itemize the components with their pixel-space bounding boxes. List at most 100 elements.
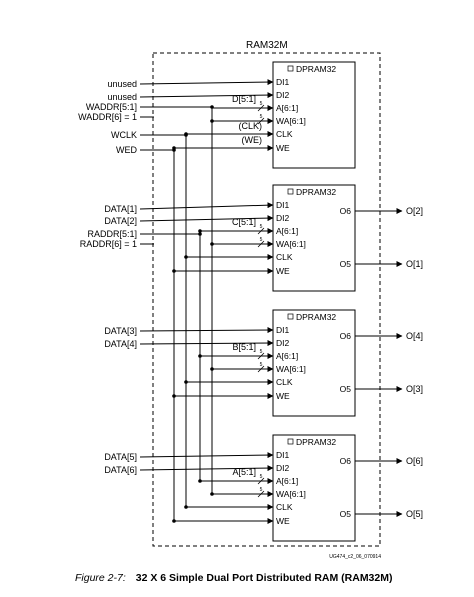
bus-name-label: B[5:1] bbox=[232, 342, 256, 352]
input-label: RADDR[5:1] bbox=[87, 229, 137, 239]
data-wire bbox=[139, 215, 274, 222]
input-label: WCLK bbox=[111, 130, 137, 140]
block-marker-icon bbox=[287, 65, 294, 72]
bus-slash bbox=[257, 240, 265, 248]
pin-label-we: WE bbox=[276, 266, 290, 276]
bus-slash bbox=[257, 490, 265, 498]
pin-label-we: WE bbox=[276, 143, 290, 153]
output-label: O[5] bbox=[406, 509, 423, 519]
pin-label-di2: DI2 bbox=[276, 90, 290, 100]
pin-label-we: WE bbox=[276, 391, 290, 401]
bus-name-label: D[5:1] bbox=[232, 94, 256, 104]
input-label: RADDR[6] = 1 bbox=[80, 239, 137, 249]
pin-label-clk: CLK bbox=[276, 377, 293, 387]
caption-figure-number: Figure 2-7: bbox=[75, 572, 126, 584]
di1-wire bbox=[139, 79, 274, 86]
figure-reference: UG474_c2_06_070914 bbox=[329, 554, 381, 560]
input-label: WADDR[5:1] bbox=[86, 102, 137, 112]
output-pin-label: O6 bbox=[340, 331, 352, 341]
signal-labels: O[2]O[1]O[4]O[3]O[6]O[5]unusedunusedWADD… bbox=[78, 79, 423, 519]
input-label: unused bbox=[107, 92, 137, 102]
data-wire bbox=[139, 202, 274, 210]
bus-width-label: 5 bbox=[260, 349, 263, 355]
input-label: unused bbox=[107, 79, 137, 89]
pin-label-clk: CLK bbox=[276, 129, 293, 139]
output-label: O[3] bbox=[406, 384, 423, 394]
pin-label-wa[6:1]: WA[6:1] bbox=[276, 239, 306, 249]
bus-width-label: 5 bbox=[260, 487, 263, 493]
pin-label-wa[6:1]: WA[6:1] bbox=[276, 116, 306, 126]
bus-slash bbox=[257, 227, 265, 235]
data-wire bbox=[139, 327, 274, 334]
pin-label-di1: DI1 bbox=[276, 450, 290, 460]
output-label: O[2] bbox=[406, 206, 423, 216]
bus-slash bbox=[257, 477, 265, 485]
bus-slash bbox=[257, 352, 265, 360]
input-label: DATA[1] bbox=[104, 204, 137, 214]
bus-width-label: 5 bbox=[260, 224, 263, 230]
we-tag-label: (WE) bbox=[242, 135, 263, 145]
data-wire bbox=[139, 465, 274, 472]
bus-width-label: 5 bbox=[260, 114, 263, 120]
bus-width-label: 5 bbox=[260, 474, 263, 480]
input-label: WADDR[6] = 1 bbox=[78, 112, 137, 122]
output-pin-label: O5 bbox=[340, 384, 352, 394]
bus-width-label: 5 bbox=[260, 362, 263, 368]
dpram32-block-3 bbox=[272, 309, 356, 417]
output-pin-label: O6 bbox=[340, 456, 352, 466]
data-wire bbox=[139, 340, 274, 347]
input-label: DATA[2] bbox=[104, 216, 137, 226]
block-title: DPRAM32 bbox=[296, 64, 336, 74]
input-label: DATA[6] bbox=[104, 465, 137, 475]
pin-label-a[6:1]: A[6:1] bbox=[276, 351, 298, 361]
block-marker-icon bbox=[287, 438, 294, 445]
pin-label-wa[6:1]: WA[6:1] bbox=[276, 489, 306, 499]
di2-wire bbox=[139, 92, 274, 99]
pin-label-di1: DI1 bbox=[276, 325, 290, 335]
pin-label-di2: DI2 bbox=[276, 338, 290, 348]
bus-name-label: A[5:1] bbox=[232, 467, 256, 477]
pin-label-di2: DI2 bbox=[276, 213, 290, 223]
bus-width-label: 5 bbox=[260, 237, 263, 243]
ram32m-title: RAM32M bbox=[246, 40, 288, 51]
input-label: WED bbox=[116, 145, 137, 155]
pin-label-di2: DI2 bbox=[276, 463, 290, 473]
block-marker-icon bbox=[287, 188, 294, 195]
output-pin-label: O5 bbox=[340, 509, 352, 519]
block-title: DPRAM32 bbox=[296, 187, 336, 197]
pin-label-a[6:1]: A[6:1] bbox=[276, 226, 298, 236]
dpram-blocks: DPRAM32DI1DI2A[6:1]WA[6:1]CLKWEDPRAM32DI… bbox=[272, 61, 356, 542]
bus-slash bbox=[257, 117, 265, 125]
pin-label-a[6:1]: A[6:1] bbox=[276, 476, 298, 486]
pin-label-a[6:1]: A[6:1] bbox=[276, 103, 298, 113]
dpram32-block-2 bbox=[272, 184, 356, 292]
data-wire bbox=[139, 452, 274, 459]
bus-name-label: C[5:1] bbox=[232, 217, 256, 227]
output-pin-label: O6 bbox=[340, 206, 352, 216]
bus-slash bbox=[257, 365, 265, 373]
pin-label-di1: DI1 bbox=[276, 77, 290, 87]
pin-label-we: WE bbox=[276, 516, 290, 526]
output-label: O[4] bbox=[406, 331, 423, 341]
output-pin-label: O5 bbox=[340, 259, 352, 269]
pin-label-clk: CLK bbox=[276, 502, 293, 512]
pin-label-di1: DI1 bbox=[276, 200, 290, 210]
pin-label-wa[6:1]: WA[6:1] bbox=[276, 364, 306, 374]
output-label: O[1] bbox=[406, 259, 423, 269]
figure-caption: Figure 2-7: 32 X 6 Simple Dual Port Distr… bbox=[75, 572, 470, 590]
block-title: DPRAM32 bbox=[296, 312, 336, 322]
block-marker-icon bbox=[287, 313, 294, 320]
clk-tag-label: (CLK) bbox=[238, 121, 262, 131]
bus-width-label: 5 bbox=[260, 101, 263, 107]
caption-title: 32 X 6 Simple Dual Port Distributed RAM … bbox=[135, 572, 393, 584]
output-label: O[6] bbox=[406, 456, 423, 466]
input-label: DATA[3] bbox=[104, 326, 137, 336]
input-label: DATA[5] bbox=[104, 452, 137, 462]
input-label: DATA[4] bbox=[104, 339, 137, 349]
dpram32-block-1 bbox=[272, 61, 356, 169]
bus-slash bbox=[257, 104, 265, 112]
block-title: DPRAM32 bbox=[296, 437, 336, 447]
dpram32-block-4 bbox=[272, 434, 356, 542]
pin-label-clk: CLK bbox=[276, 252, 293, 262]
